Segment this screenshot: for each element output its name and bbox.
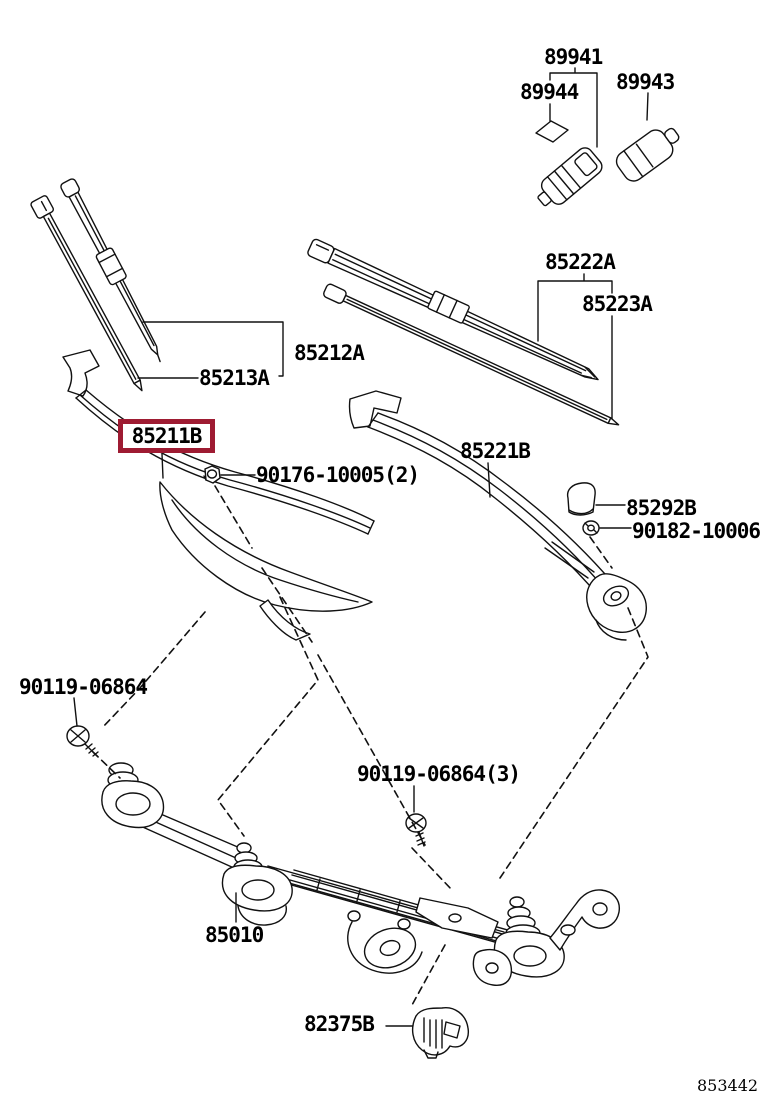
arm-head-cap-85292b[interactable] xyxy=(566,482,596,516)
wiper-blade-85222a[interactable] xyxy=(307,236,604,385)
wiper-blade-85223a[interactable] xyxy=(322,283,621,431)
part-label-89941[interactable]: 89941 xyxy=(544,45,603,69)
transmitter-89941[interactable] xyxy=(531,145,605,214)
part-label-90176-10005[interactable]: 90176-10005(2) xyxy=(256,463,420,487)
part-label-90119-06864[interactable]: 90119-06864 xyxy=(19,675,148,699)
pivot-bolt-90119-left-icon[interactable] xyxy=(66,725,99,758)
label-leader-lines xyxy=(73,67,649,1027)
connector-82375b[interactable] xyxy=(411,1007,469,1059)
part-label-85212a[interactable]: 85212A xyxy=(294,341,365,365)
part-label-85292b[interactable]: 85292B xyxy=(626,496,697,520)
wiper-link-assembly-85010[interactable] xyxy=(101,762,620,986)
part-label-89944[interactable]: 89944 xyxy=(520,80,579,104)
arm-nut-90182-icon[interactable] xyxy=(582,520,600,536)
wiper-arm-85211b[interactable] xyxy=(62,349,375,641)
receiver-89943[interactable] xyxy=(613,120,686,185)
label-sticker-89944[interactable] xyxy=(535,120,569,143)
part-label-85221b[interactable]: 85221B xyxy=(460,439,531,463)
part-label-89943[interactable]: 89943 xyxy=(616,70,675,94)
dashed-relation-lines xyxy=(92,485,649,1006)
diagram-code: 853442 xyxy=(697,1076,759,1095)
part-label-85222a[interactable]: 85222A xyxy=(545,250,616,274)
part-label-85213a[interactable]: 85213A xyxy=(199,366,270,390)
wiper-arm-85221b[interactable] xyxy=(348,390,647,641)
highlighted-part-label-85211b[interactable]: 85211B xyxy=(118,419,215,453)
part-label-90182-10006[interactable]: 90182-10006 xyxy=(632,519,760,543)
pivot-bolt-90119-center-icon[interactable] xyxy=(405,813,427,847)
part-label-90119-06864-x3[interactable]: 90119-06864(3) xyxy=(357,762,521,786)
wiper-blade-85212a[interactable] xyxy=(59,177,169,365)
wiper-blade-85213a[interactable] xyxy=(30,195,150,395)
part-label-82375b[interactable]: 82375B xyxy=(304,1012,375,1036)
part-label-85223a[interactable]: 85223A xyxy=(582,292,653,316)
arm-nut-90176-icon[interactable] xyxy=(203,465,221,484)
part-label-85211b: 85211B xyxy=(131,424,203,448)
part-label-85010[interactable]: 85010 xyxy=(205,923,264,947)
